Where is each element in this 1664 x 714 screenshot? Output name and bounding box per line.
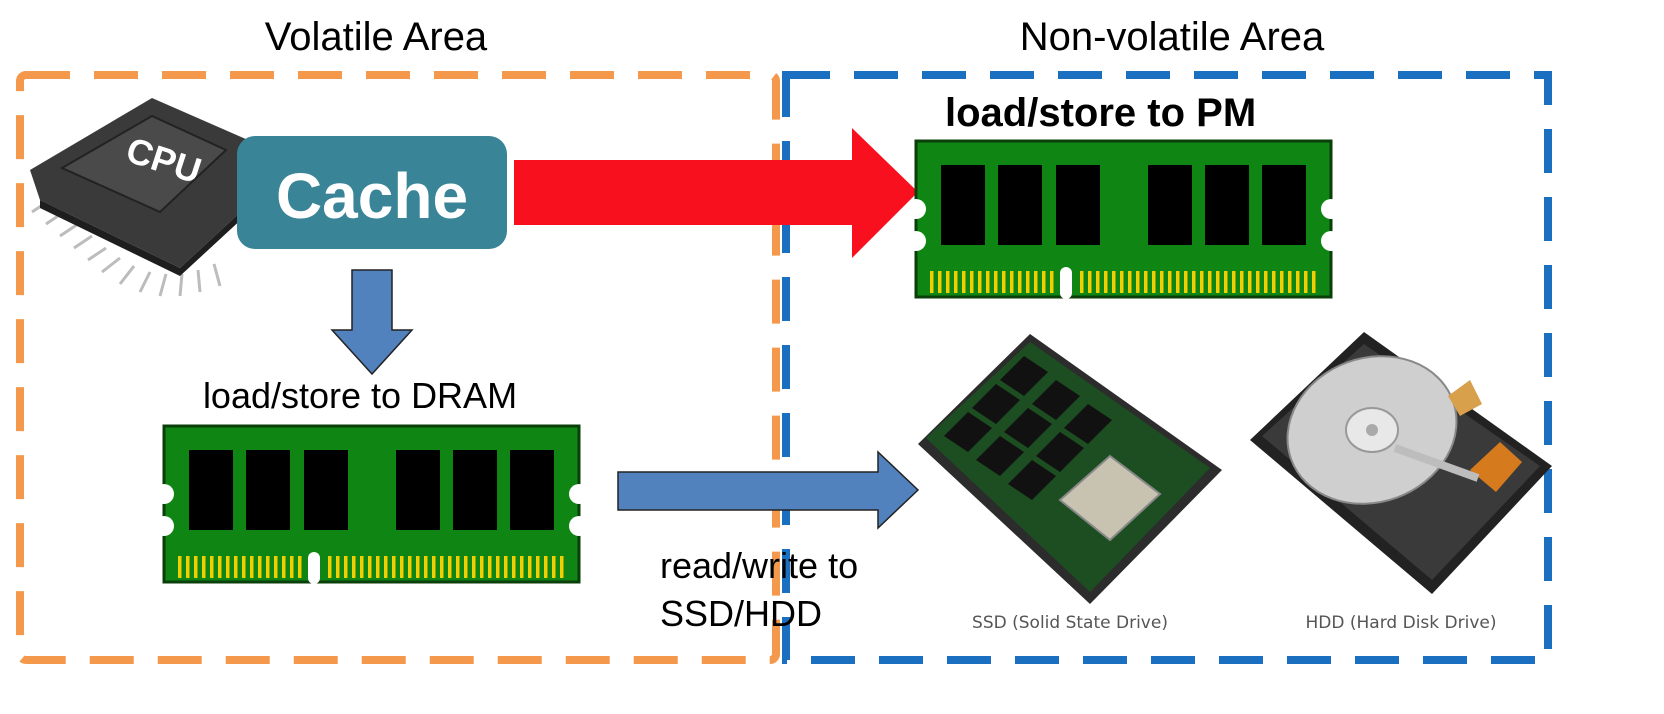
- pm-module-icon: [904, 139, 1343, 301]
- hdd-caption: HDD (Hard Disk Drive): [1306, 613, 1497, 633]
- nonvolatile-area-title: Non-volatile Area: [1020, 15, 1325, 59]
- dram-arrow: [330, 269, 414, 376]
- dram-label: load/store to DRAM: [203, 375, 517, 416]
- pm-arrow: [514, 128, 918, 258]
- cache-label: Cache: [276, 160, 468, 232]
- storage-arrow: [617, 450, 920, 530]
- storage-arrow-label-line1: read/write to: [660, 545, 858, 586]
- hdd-icon: [1250, 332, 1552, 594]
- volatile-area-border: [16, 71, 780, 664]
- cache-box: [237, 136, 507, 249]
- cpu-chip-icon: CPU: [30, 98, 248, 297]
- ssd-caption: SSD (Solid State Drive): [972, 613, 1168, 633]
- ssd-icon: [918, 334, 1222, 604]
- nonvolatile-area-border: [782, 71, 1552, 664]
- pm-label: load/store to PM: [945, 91, 1256, 135]
- dram-module-icon: [152, 424, 591, 586]
- volatile-area-title: Volatile Area: [265, 15, 488, 59]
- storage-arrow-label-line2: SSD/HDD: [660, 593, 822, 634]
